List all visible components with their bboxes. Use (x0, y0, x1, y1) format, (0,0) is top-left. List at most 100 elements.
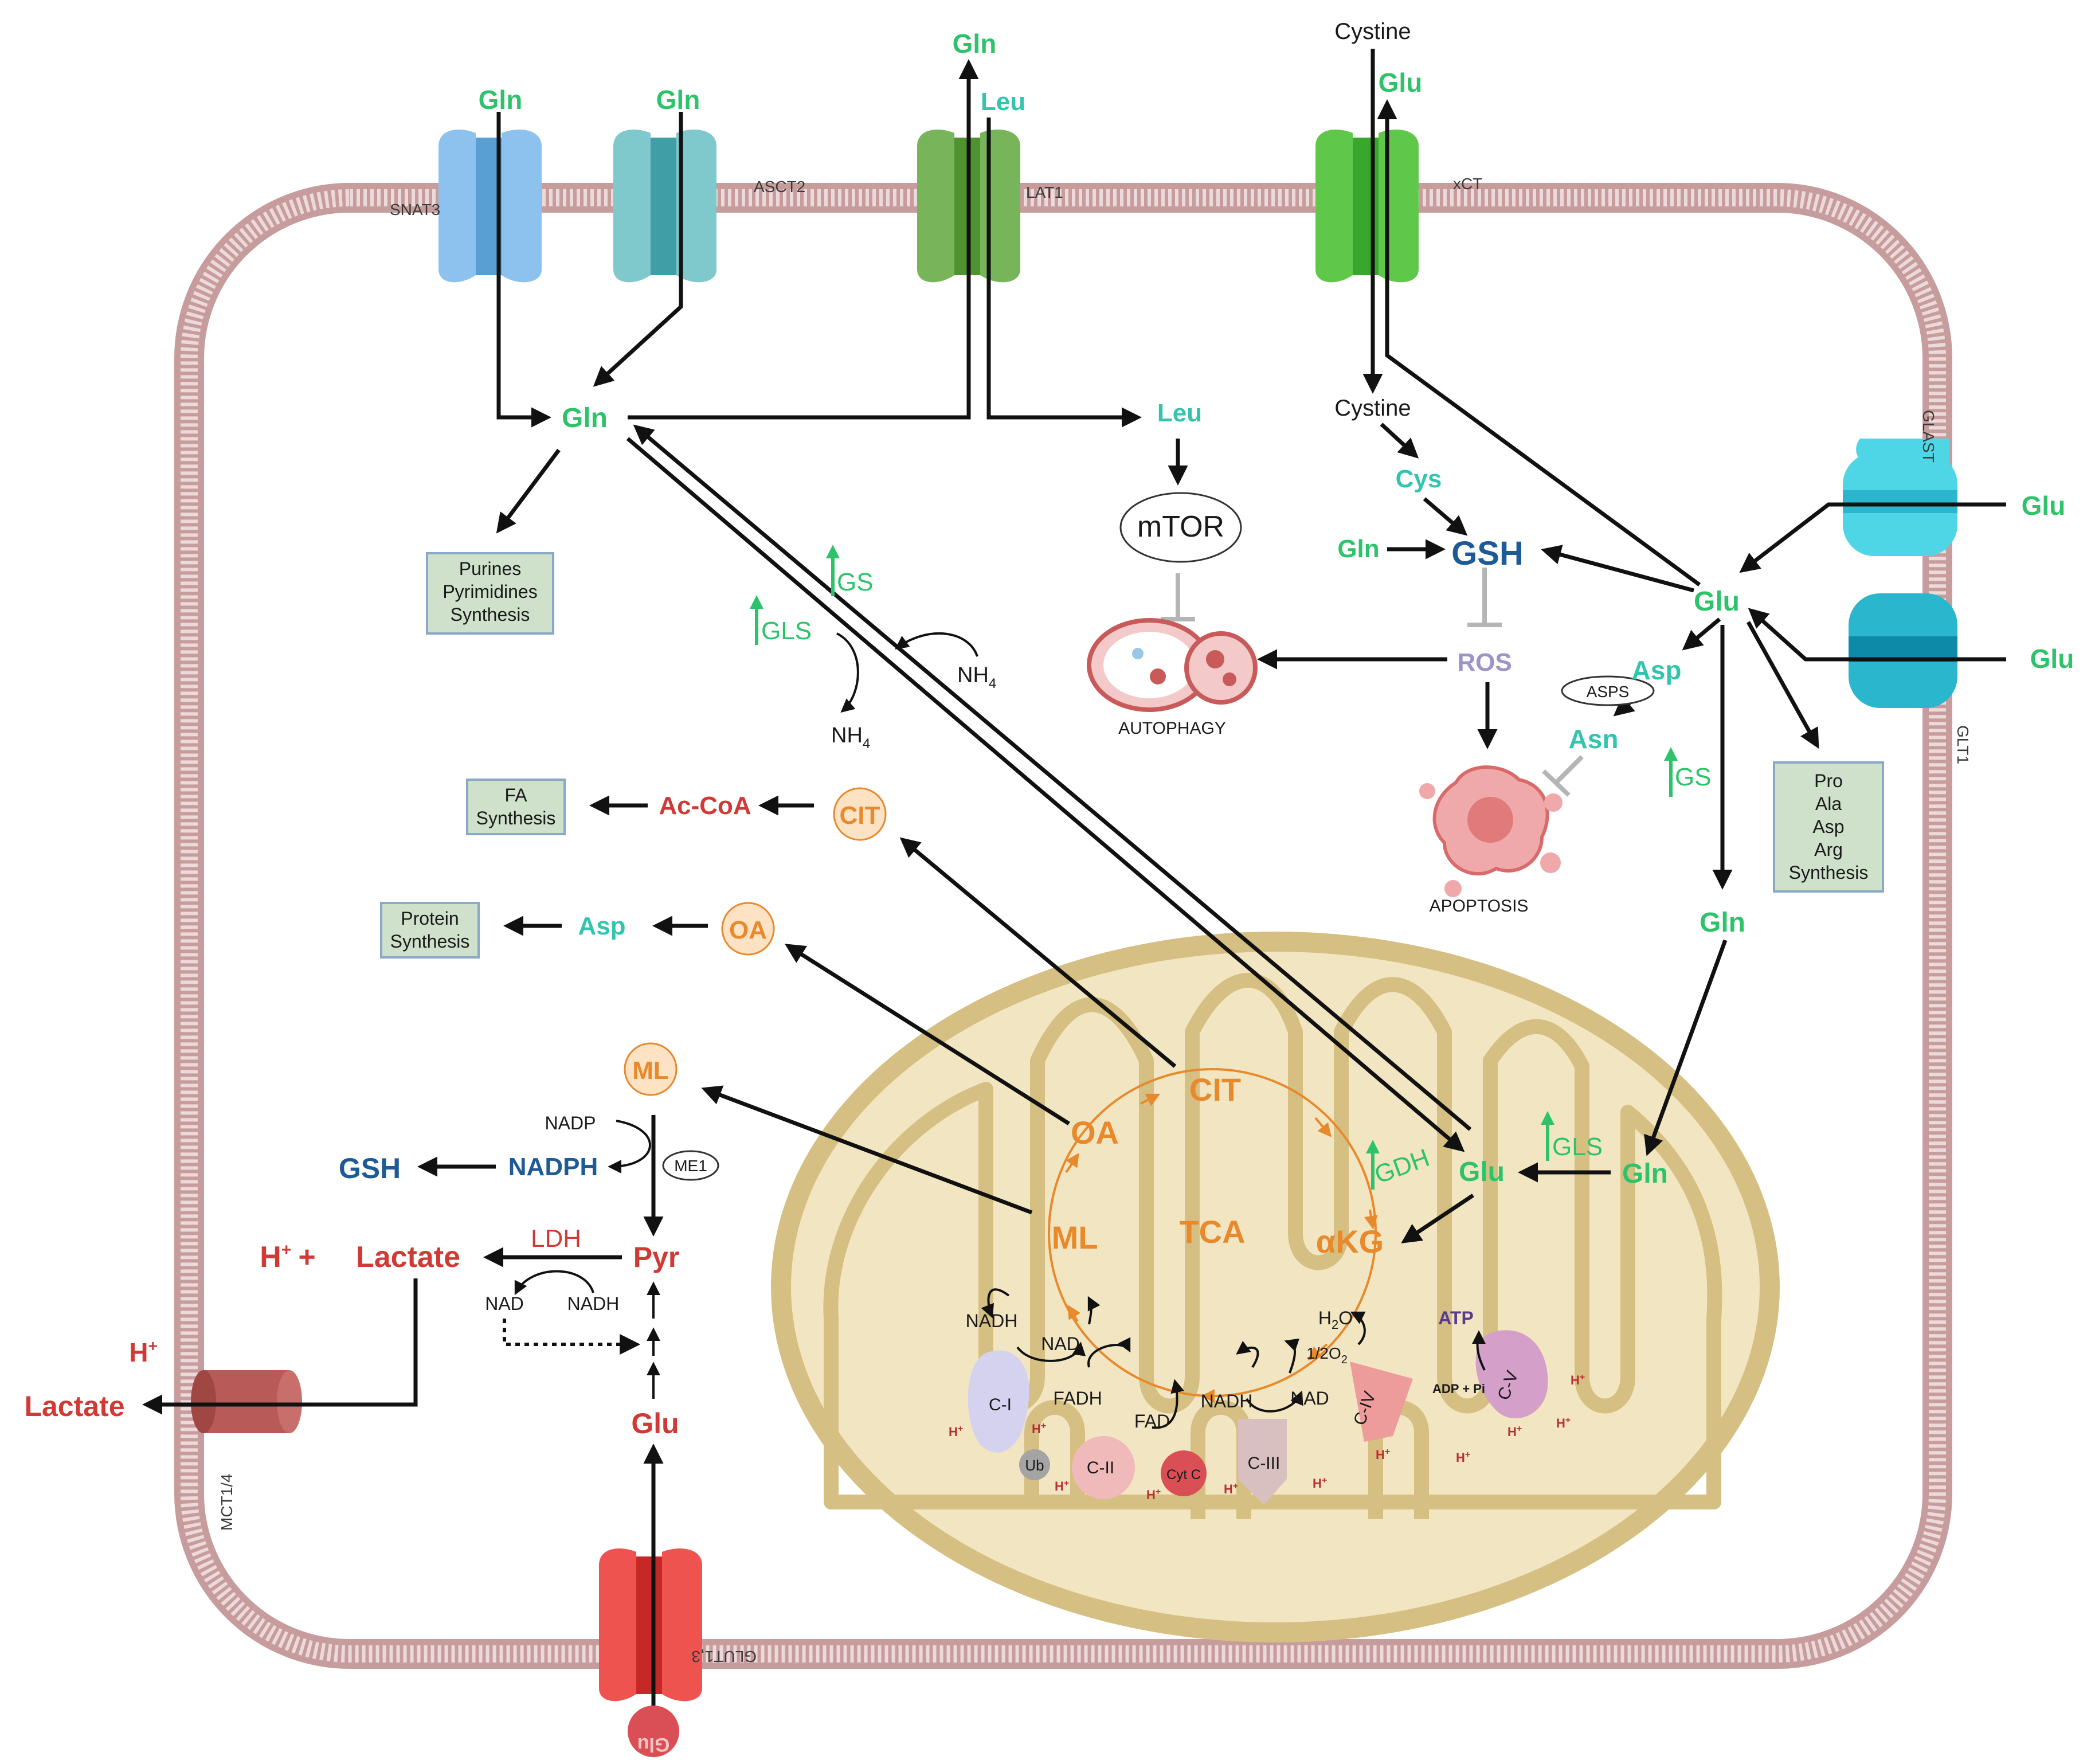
asps-oval (1561, 675, 1655, 706)
pathway-arrows (142, 49, 2006, 1714)
me1-label: ME1 (674, 1157, 707, 1175)
asct2-label: ASCT2 (754, 178, 805, 195)
electron-transport-chain (968, 1330, 1548, 1505)
glu-glt1-label: Glu (2030, 644, 2074, 674)
svg-text:Synthesis: Synthesis (476, 808, 556, 828)
apoptosis-label: APOPTOSIS (1430, 897, 1529, 916)
glt1-label: GLT1 (1954, 725, 1972, 764)
svg-text:Protein: Protein (401, 908, 459, 929)
lactate-out-label: Lactate (24, 1390, 124, 1422)
mtor-label: mTOR (1137, 510, 1224, 543)
svg-text:Synthesis: Synthesis (451, 604, 530, 625)
snat3-label: SNAT3 (390, 201, 440, 218)
leu-lat1-label: Leu (981, 88, 1025, 116)
glut13-label: GLUT1,3 (691, 1648, 757, 1665)
gls-enzyme: GLS (750, 595, 812, 645)
svg-text:GS: GS (1675, 763, 1712, 791)
aa-synthesis-box: Pro Ala Asp Arg Synthesis (1773, 761, 1884, 893)
svg-text:GLS: GLS (1552, 1133, 1603, 1161)
inhibition-icons (1161, 568, 1584, 797)
tca-cycle (1048, 1068, 1378, 1403)
mito-nad2: NAD (1290, 1388, 1329, 1409)
cit-small-label: CIT (840, 801, 880, 830)
svg-text:GS: GS (837, 568, 874, 596)
svg-text:H+: H+ (1456, 1450, 1470, 1465)
svg-text:Pyrimidines: Pyrimidines (443, 581, 537, 602)
glu-glast-label: Glu (2022, 491, 2066, 521)
glu-right-label: Glu (1694, 586, 1740, 617)
nadh-left-label: NADH (567, 1293, 620, 1314)
svg-text:Arg: Arg (1814, 839, 1843, 860)
ml-label: ML (1052, 1219, 1098, 1255)
svg-text:GLS: GLS (761, 617, 812, 645)
svg-text:H+: H+ (1146, 1487, 1161, 1502)
asn-label: Asn (1569, 724, 1619, 754)
ml-circle (624, 1042, 678, 1096)
gln-main-label: Gln (562, 403, 608, 433)
gsh-label: GSH (1451, 535, 1524, 572)
xct-label: xCT (1453, 175, 1482, 193)
gls-mito-enzyme: GLS (1541, 1111, 1603, 1161)
glu-extracellular-bottom: Glu (628, 1706, 679, 1757)
complex-3-label: C-III (1248, 1454, 1281, 1473)
transporter-asct2: ASCT2 (613, 129, 805, 283)
svg-text:FA: FA (504, 785, 527, 805)
lat1-label: LAT1 (1026, 183, 1063, 201)
mito-fadh: FADH (1053, 1388, 1102, 1409)
autophagy-label: AUTOPHAGY (1118, 719, 1226, 738)
mtor-oval (1119, 492, 1242, 563)
cys-label: Cys (1396, 465, 1442, 493)
svg-text:Synthesis: Synthesis (390, 931, 470, 952)
nh4-b-label: NH4 (831, 723, 870, 752)
svg-text:H+: H+ (1032, 1421, 1046, 1436)
asps-label: ASPS (1587, 683, 1630, 701)
svg-text:H+: H+ (1507, 1424, 1522, 1439)
purines-box: Purines Pyrimidines Synthesis (426, 552, 554, 635)
apoptosis-icon (1419, 765, 1563, 897)
gln-asct2-label: Gln (656, 85, 700, 115)
svg-text:Asp: Asp (1812, 816, 1844, 837)
svg-text:H+: H+ (949, 1424, 963, 1439)
mct14-label: MCT1/4 (218, 1473, 236, 1531)
svg-text:H+: H+ (1556, 1415, 1571, 1430)
gln-snat3-label: Gln (479, 85, 523, 115)
gsh-left-label: GSH (339, 1152, 401, 1184)
gs-right-enzyme: GS (1664, 747, 1712, 797)
svg-text:H+: H+ (1376, 1447, 1390, 1462)
mito-gln-label: Gln (1622, 1159, 1668, 1189)
glu-xct-label: Glu (1379, 68, 1423, 97)
leu-label: Leu (1157, 399, 1202, 427)
cit-circle (833, 787, 887, 841)
akg-label: αKG (1316, 1223, 1384, 1260)
gln-lat1-out-label: Gln (953, 29, 997, 58)
glu-glycolysis-label: Glu (631, 1407, 679, 1440)
transporter-glut13: GLUT1,3 (599, 1548, 757, 1702)
ldh-label: LDH (531, 1225, 581, 1253)
oa-label: OA (1071, 1114, 1119, 1151)
mito-atp: ATP (1438, 1308, 1474, 1328)
mito-glu-label: Glu (1459, 1157, 1505, 1187)
nadp-label: NADP (545, 1113, 596, 1133)
nadph-label: NADPH (508, 1153, 598, 1181)
asp-label: Asp (1632, 655, 1682, 685)
gln-gsh-label: Gln (1337, 535, 1379, 563)
mitochondrion (771, 932, 1780, 1642)
protein-synthesis-box: Protein Synthesis (380, 902, 480, 959)
tca-label: TCA (1179, 1214, 1245, 1250)
autophagy-icon (1087, 618, 1258, 712)
me1-oval (662, 1150, 719, 1181)
pyr-label: Pyr (633, 1241, 680, 1273)
mito-nad1: NAD (1041, 1333, 1080, 1354)
ros-label: ROS (1457, 648, 1512, 676)
svg-text:Pro: Pro (1814, 770, 1843, 791)
complex-2-label: C-II (1087, 1458, 1114, 1477)
h-plus-label: H++ (260, 1241, 315, 1274)
proton-labels: H+ H+ H+ H+ H+ H+ H+ H+ H+ H+ H+ (949, 1372, 1585, 1502)
mito-nadh1: NADH (966, 1311, 1018, 1331)
svg-text:H+: H+ (1055, 1479, 1069, 1493)
svg-text:H+: H+ (1571, 1372, 1585, 1387)
cystine-label: Cystine (1334, 396, 1411, 421)
fa-synthesis-box: FA Synthesis (466, 779, 566, 835)
mito-fad: FAD (1134, 1411, 1170, 1431)
